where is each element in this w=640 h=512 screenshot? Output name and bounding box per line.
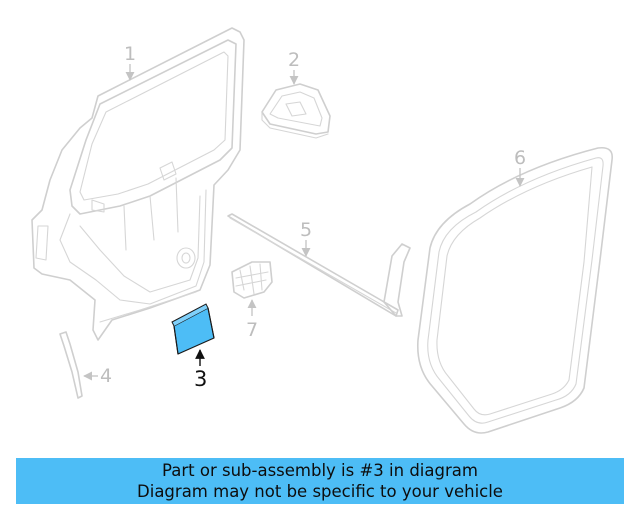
part-2-bracket <box>261 83 331 139</box>
part-6-weatherstrip <box>416 146 614 434</box>
banner-line-1: Part or sub-assembly is #3 in diagram <box>162 461 478 480</box>
callout-2: 2 <box>288 49 300 85</box>
callout-4-label: 4 <box>100 365 112 387</box>
info-banner: Part or sub-assembly is #3 in diagram Di… <box>16 458 624 504</box>
callout-3-label: 3 <box>194 367 207 391</box>
callout-7-label: 7 <box>246 319 258 341</box>
part-1-door-shell <box>31 27 245 341</box>
callout-5: 5 <box>300 219 312 257</box>
callout-6: 6 <box>514 147 526 187</box>
callout-1: 1 <box>124 43 136 81</box>
callout-1-label: 1 <box>124 43 136 65</box>
callout-2-label: 2 <box>288 49 300 71</box>
parts-diagram: 1 2 3 4 5 <box>31 27 614 434</box>
callout-3: 3 <box>194 349 207 391</box>
banner-line-2: Diagram may not be specific to your vehi… <box>137 482 503 501</box>
part-7-pad <box>231 261 273 299</box>
callout-5-label: 5 <box>300 219 312 241</box>
callout-7: 7 <box>246 299 258 341</box>
part-4-strip <box>59 331 83 399</box>
callout-4: 4 <box>83 365 112 387</box>
part-5-belt-molding <box>227 213 411 317</box>
callout-6-label: 6 <box>514 147 526 169</box>
part-3-module <box>171 303 215 355</box>
